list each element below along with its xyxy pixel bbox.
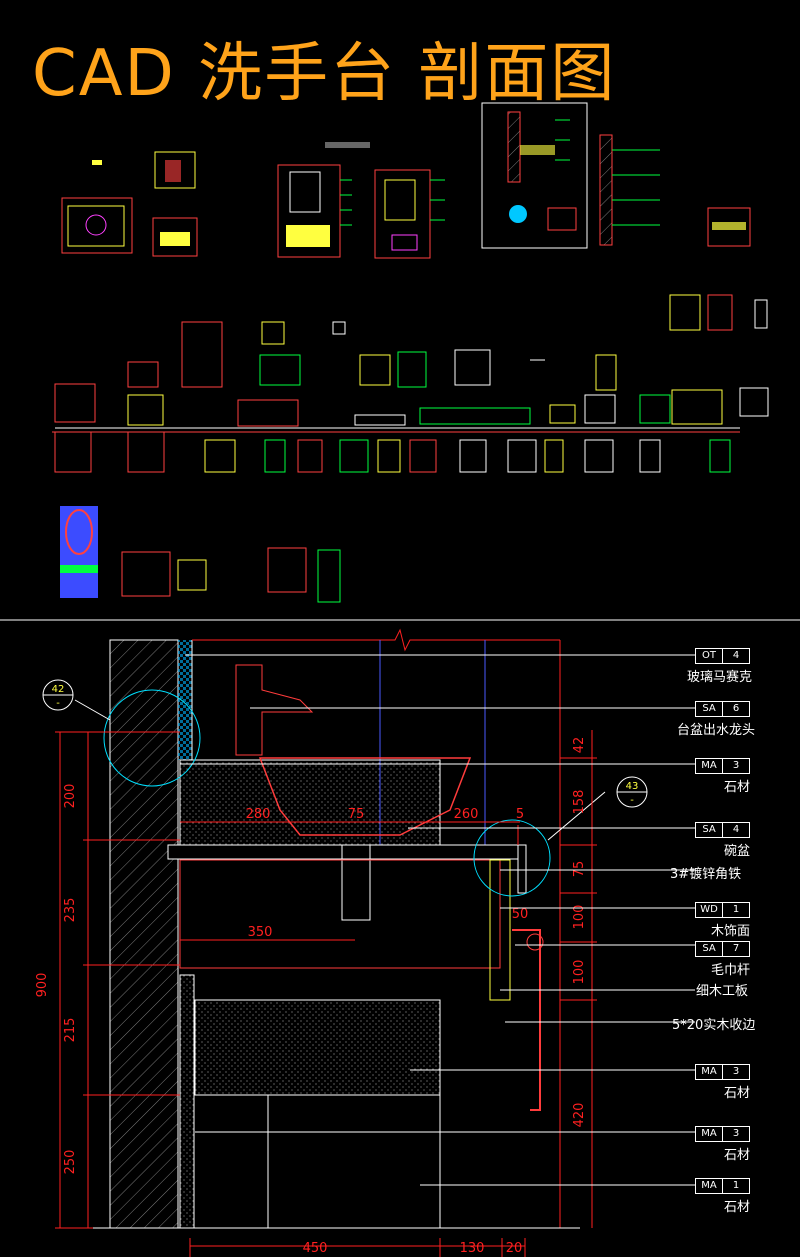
tag-code: MA [696,759,723,773]
tag-stone-4: MA 1 石材 [695,1178,750,1215]
dim-5: 5 [516,807,524,822]
leaders [180,654,695,1186]
dim-right: 42 158 75 100 100 420 [560,730,597,1228]
thumb-section-box [481,102,588,249]
dim-158: 158 [572,790,587,815]
thumb-elev-1 [152,151,198,257]
section-drawing [60,628,606,1229]
drain-pipe [341,844,371,921]
tag-label: 石材 [723,780,750,795]
thumb-row2 [127,294,768,391]
counter-slab [167,844,519,860]
dim-260: 260 [454,807,479,822]
tag-num: 6 [732,703,740,714]
tag-num: 1 [732,1180,740,1191]
dim-350: 350 [248,925,273,940]
tag-code: WD [696,903,723,917]
tag-code: SA [696,942,723,956]
tag-wood-edge: 5*20实木收边 [672,1018,756,1033]
tag-label: 玻璃马赛克 [687,670,753,685]
dim-top: 280 75 260 5 50 350 [180,807,529,941]
tag-wood-veneer: WD 1 木饰面 [695,902,750,939]
detail-callout-42: 42 - [42,679,74,711]
drawing-title: CAD 洗手台 剖面图 [32,37,617,111]
thumb-row4 [52,431,740,473]
dim-250: 250 [63,1150,78,1175]
towel-bar [512,929,541,1111]
dim-100b: 100 [572,960,587,985]
dim-bottom: 450 130 20 [189,1238,526,1257]
dim-420: 420 [572,1103,587,1128]
mosaic-tile [178,640,192,760]
wood-edge [489,859,511,1001]
tag-blockboard: 细木工板 [696,984,749,999]
thumb-elev-3 [374,169,445,259]
dim-75-top: 75 [348,807,365,822]
wall-hatch [109,639,179,1229]
dim-42: 42 [572,737,587,754]
dim-75: 75 [572,861,587,878]
dim-450: 450 [303,1241,328,1256]
tag-bowl: SA 4 碗盆 [695,822,750,859]
detail-circle-43 [473,819,551,897]
thumb-section-2 [599,134,660,246]
callout-42-sub: - [56,698,60,709]
dim-50: 50 [512,907,529,922]
lower-stone [194,999,441,1096]
tag-code: OT [696,649,723,663]
thumbnail-sheet [52,102,769,603]
tag-stone-2: MA 3 石材 [695,1064,750,1101]
tag-num: 4 [732,824,740,835]
tag-faucet: SA 6 台盆出水龙头 [677,701,755,738]
tag-num: 3 [732,1066,740,1077]
thumb-elev-2 [277,142,370,258]
tag-angle-steel: 3#镀锌角铁 [670,867,742,882]
detail-circle-42 [103,689,201,787]
tag-glass-mosaic: OT 4 玻璃马赛克 [687,648,752,685]
wall-finish [179,974,195,1229]
tag-label: 木饰面 [710,924,750,939]
thumb-section-3 [707,207,751,247]
dim-left: 200 235 215 250 900 [35,731,180,1229]
thumb-plan-1 [61,160,133,254]
tag-code: MA [696,1127,723,1141]
tag-label: 石材 [723,1148,750,1163]
faucet [235,664,314,756]
detail-callout-43: 43 - [616,776,648,808]
cabinet [179,859,501,969]
callout-42-num: 42 [52,684,65,695]
tag-label: 台盆出水龙头 [677,723,756,738]
thumb-row5 [60,506,341,603]
tag-label: 碗盆 [723,844,750,859]
tag-code: MA [696,1179,723,1193]
tag-stone-1: MA 3 石材 [695,758,750,795]
dim-100a: 100 [572,905,587,930]
tag-num: 3 [732,760,740,771]
callout-43-sub: - [630,795,634,806]
dim-235: 235 [63,898,78,923]
thumb-row3 [54,383,769,429]
dim-215: 215 [63,1018,78,1043]
tag-num: 3 [732,1128,740,1139]
callout-43-num: 43 [626,781,639,792]
tag-code: SA [696,702,723,716]
tag-code: MA [696,1065,723,1079]
dim-20: 20 [506,1241,523,1256]
tag-num: 1 [732,904,740,915]
tag-label: 毛巾杆 [710,963,750,978]
tag-code: SA [696,823,723,837]
dim-200: 200 [63,784,78,809]
tag-num: 7 [732,943,740,954]
dim-130: 130 [460,1241,485,1256]
vessel-sink [258,757,472,836]
tag-label: 石材 [723,1200,750,1215]
dim-280: 280 [246,807,271,822]
tag-num: 4 [732,650,740,661]
dim-900: 900 [35,973,50,998]
tag-towel-bar: SA 7 毛巾杆 [695,941,750,978]
tag-label: 石材 [723,1086,750,1101]
counter-stone [179,759,441,846]
tag-stone-3: MA 3 石材 [695,1126,750,1163]
